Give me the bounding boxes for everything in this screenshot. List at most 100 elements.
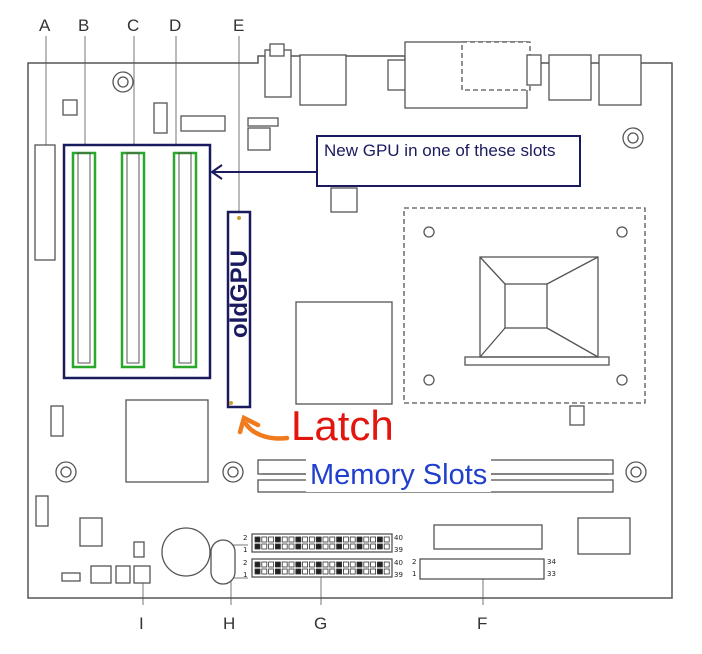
- connector-pin: [308, 543, 315, 550]
- connector-pin: [363, 536, 370, 543]
- connector-pin: [254, 568, 261, 575]
- ide-connectors: [251, 533, 545, 580]
- connector-pin: [376, 568, 383, 575]
- rear-io-connectors: [264, 41, 642, 109]
- label-b: B: [78, 16, 90, 35]
- cpu-socket: [403, 207, 646, 404]
- connector-pin: [363, 543, 370, 550]
- connector-pin: [268, 561, 275, 568]
- connector-pin: [342, 561, 349, 568]
- connector-pin: [295, 561, 302, 568]
- connector-pin: [302, 536, 309, 543]
- connector-pin: [288, 536, 295, 543]
- connector-pin: [356, 561, 363, 568]
- misc-components: [34, 99, 631, 585]
- label-g: G: [314, 614, 328, 633]
- connector-pin: [336, 543, 343, 550]
- label-c: C: [127, 16, 140, 35]
- connector-pin: [329, 536, 336, 543]
- leader-lines: [45, 36, 484, 605]
- connector-pin: [308, 536, 315, 543]
- pin-label: 34: [547, 558, 556, 566]
- expansion-slot-highlight-box: [62, 143, 212, 380]
- connector-pin: [268, 568, 275, 575]
- pin-label: 40: [394, 534, 403, 542]
- label-a: A: [39, 16, 51, 35]
- pci-slot-c: [120, 151, 146, 369]
- connector-pin: [315, 568, 322, 575]
- pin-label: 1: [243, 571, 248, 579]
- connector-pin: [288, 568, 295, 575]
- connector-pin: [288, 543, 295, 550]
- connector-pin: [356, 536, 363, 543]
- connector-pin: [383, 536, 390, 543]
- connector-pin: [349, 568, 356, 575]
- connector-pin: [356, 543, 363, 550]
- label-h: H: [223, 614, 236, 633]
- pin-label: 40: [394, 559, 403, 567]
- connector-pin: [274, 561, 281, 568]
- connector-pin: [274, 536, 281, 543]
- connector-pin: [295, 568, 302, 575]
- connector-pin: [370, 561, 377, 568]
- connector-pin: [302, 543, 309, 550]
- connector-pin: [342, 536, 349, 543]
- connector-pin: [376, 536, 383, 543]
- connector-pin: [261, 561, 268, 568]
- connector-pin: [329, 561, 336, 568]
- connector-pin: [356, 568, 363, 575]
- connector-pin: [281, 543, 288, 550]
- pin-label: 39: [394, 571, 403, 579]
- connector-pin: [254, 561, 261, 568]
- connector-pin: [308, 568, 315, 575]
- connector-pin: [376, 561, 383, 568]
- connector-pin: [295, 543, 302, 550]
- mounting-holes: [55, 71, 647, 483]
- label-f: F: [477, 614, 488, 633]
- connector-pin: [288, 561, 295, 568]
- pin-label: 33: [547, 570, 556, 578]
- connector-pin: [329, 568, 336, 575]
- connector-pin: [363, 568, 370, 575]
- connector-pin: [268, 536, 275, 543]
- connector-pin: [363, 561, 370, 568]
- label-d: D: [169, 16, 182, 35]
- connector-pin: [342, 543, 349, 550]
- pin-label: 2: [243, 534, 248, 542]
- connector-pin: [315, 561, 322, 568]
- connector-pin: [329, 543, 336, 550]
- pci-slots: [71, 151, 198, 369]
- connector-pin: [383, 568, 390, 575]
- new-gpu-callout: New GPU in one of these slots: [316, 135, 581, 187]
- connector-pin: [342, 568, 349, 575]
- connector-pin: [349, 543, 356, 550]
- connector-pin: [336, 568, 343, 575]
- connector-pin: [268, 543, 275, 550]
- connector-pin: [383, 543, 390, 550]
- connector-pin: [274, 543, 281, 550]
- latch-arrow: [237, 414, 290, 441]
- pci-slot-frames: [77, 152, 192, 364]
- callout-arrow: [210, 164, 316, 180]
- connector-pin: [383, 561, 390, 568]
- connector-pin: [322, 543, 329, 550]
- connector-pin: [295, 536, 302, 543]
- connector-pin: [302, 561, 309, 568]
- connector-pin: [370, 536, 377, 543]
- connector-pin: [349, 536, 356, 543]
- pci-slot-b: [71, 151, 97, 369]
- connector-pin: [349, 561, 356, 568]
- old-gpu-slot: [226, 210, 252, 409]
- connector-pin: [281, 568, 288, 575]
- pin-label: 39: [394, 546, 403, 554]
- connector-pin: [261, 568, 268, 575]
- connector-pin: [254, 543, 261, 550]
- connector-pin: [370, 568, 377, 575]
- connector-pin: [336, 536, 343, 543]
- memory-slots-label: Memory Slots: [306, 458, 492, 492]
- pin-label: 2: [243, 559, 248, 567]
- connector-pin: [281, 561, 288, 568]
- pci-slot-d: [172, 151, 198, 369]
- pin-label: 1: [243, 546, 248, 554]
